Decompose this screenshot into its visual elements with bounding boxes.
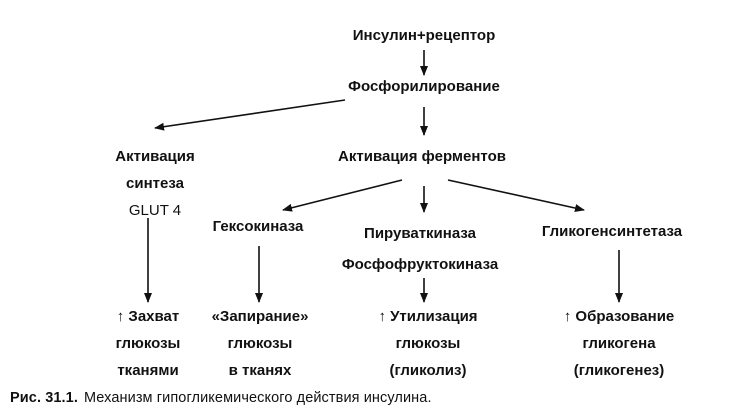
node-pyruvate-pfk: Пируваткиназа Фосфофруктокиназа [341, 225, 499, 273]
node-enzyme-activation: Активация ферментов [338, 148, 506, 165]
arrow-phosphorylation-to-glut4 [154, 99, 346, 131]
node-glycogen-synthase: Гликогенсинтетаза [541, 223, 683, 240]
node-hexokinase: Гексокиназа [212, 218, 304, 235]
node-insulin-receptor: Инсулин+рецептор [352, 27, 496, 44]
node-glucose-uptake: ↑ Захват глюкозы тканями [115, 308, 181, 379]
node-glucose-locking: «Запирание» глюкозы в тканях [211, 308, 309, 379]
figure-caption: Рис. 31.1. Механизм гипогликемического де… [10, 390, 432, 406]
node-phosphorylation: Фосфорилирование [348, 78, 500, 95]
node-glut4-activation: Активация синтеза GLUT 4 [115, 148, 195, 219]
node-glycogen-formation: ↑ Образование гликогена (гликогенез) [563, 308, 675, 379]
arrow-enzymes-to-glycogensynthase [447, 179, 585, 212]
node-glucose-utilization: ↑ Утилизация глюкозы (гликолиз) [378, 308, 478, 379]
figure-caption-text: Механизм гипогликемического действия инс… [83, 390, 432, 406]
figure-caption-label: Рис. 31.1. [10, 390, 78, 406]
arrow-enzymes-to-hexokinase [282, 179, 403, 212]
